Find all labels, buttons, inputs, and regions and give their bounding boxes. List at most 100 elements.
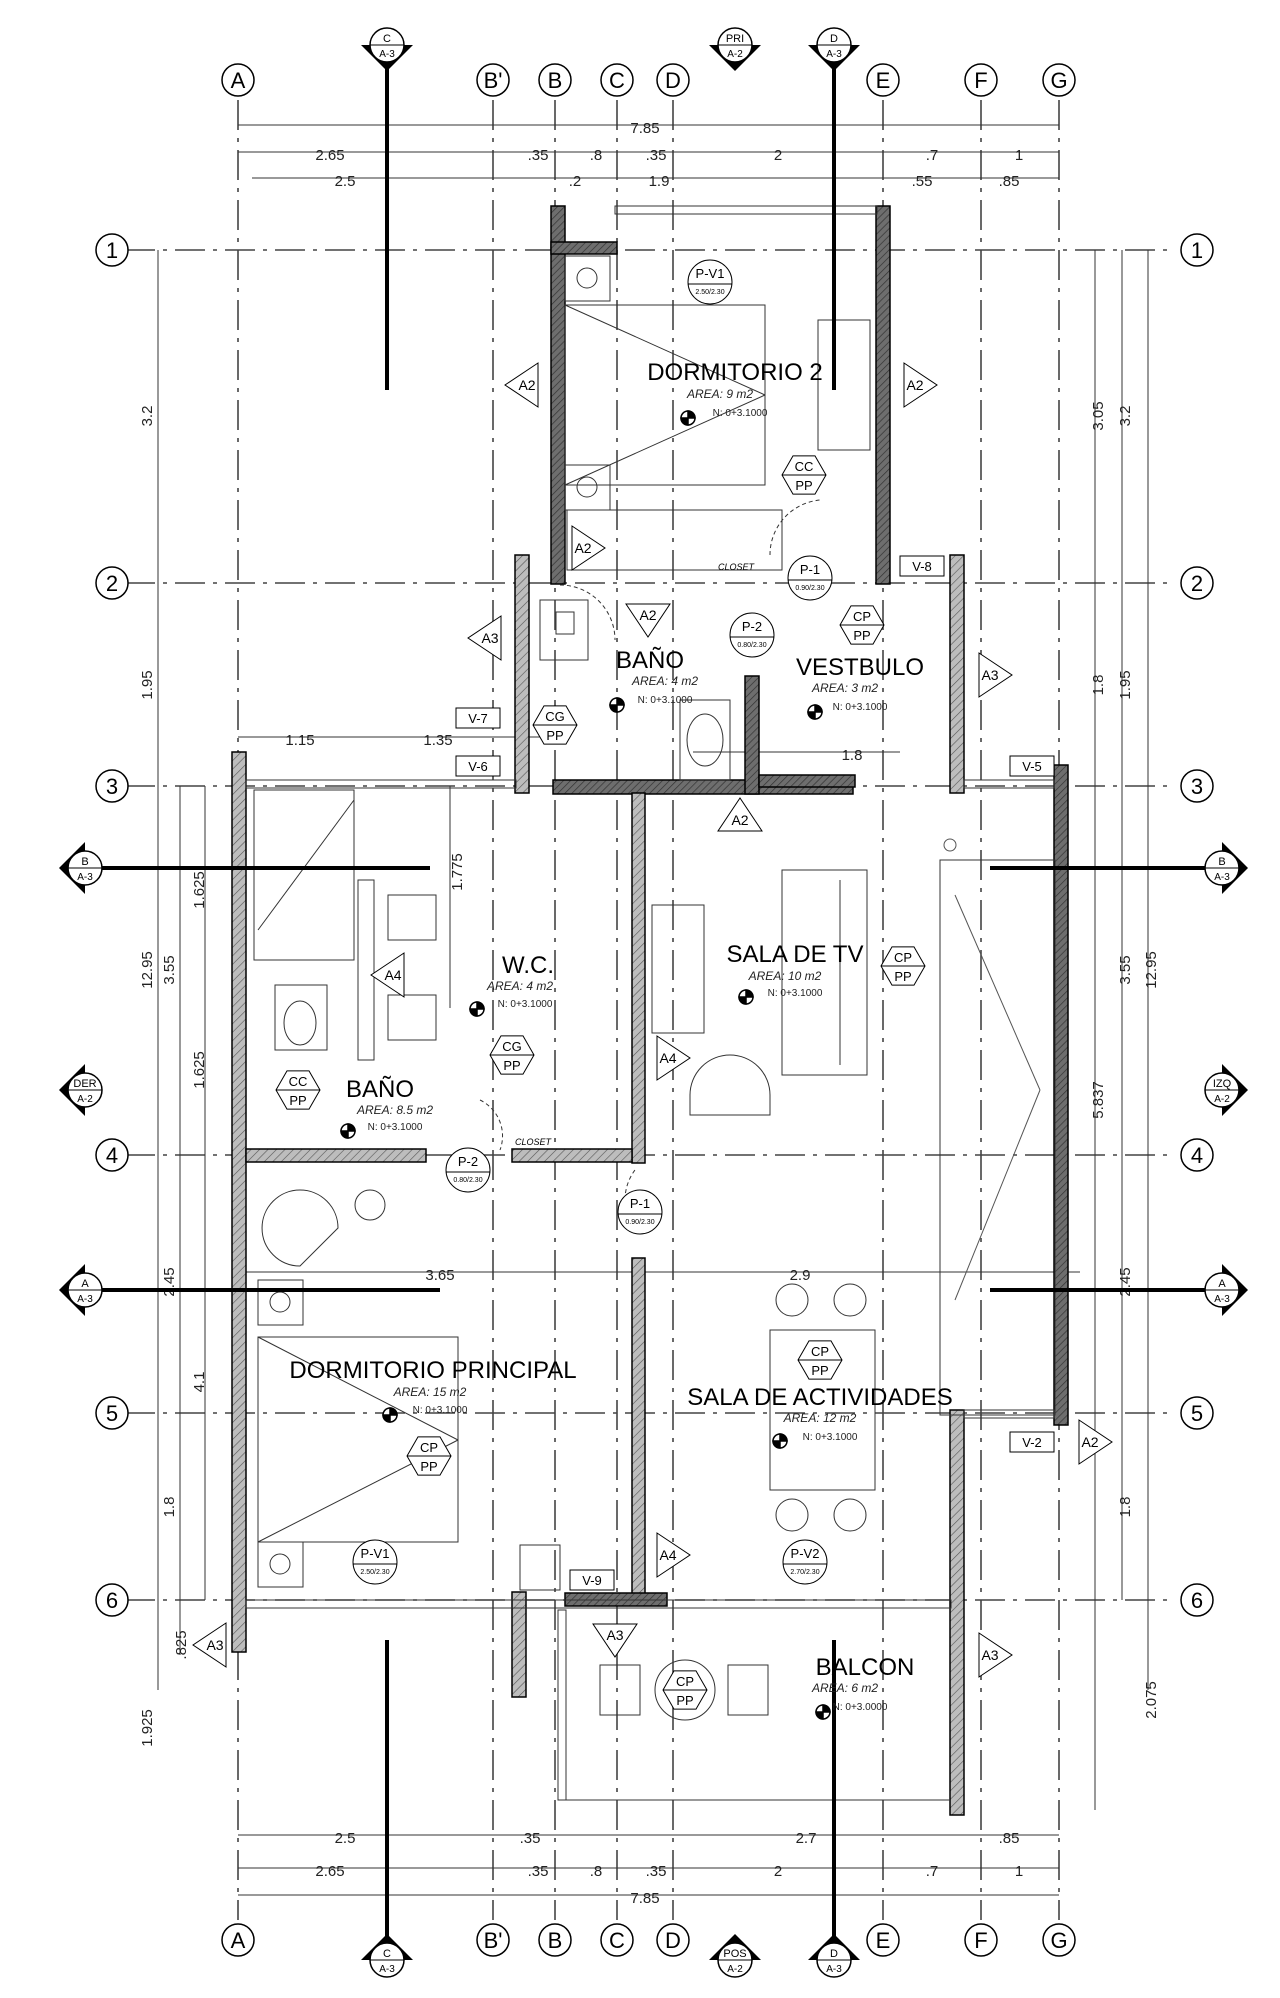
furniture: [253, 255, 876, 1721]
axis-bubble: 2: [95, 566, 129, 600]
door-id: P-V2: [791, 1546, 820, 1561]
elevation-tag: A3: [467, 615, 502, 661]
axis-bubble: 3: [1180, 769, 1214, 803]
dim-right-inner: 3.05: [1090, 401, 1107, 430]
dim-left-inner: .825: [173, 1630, 190, 1659]
finish-code: CP: [420, 1440, 438, 1455]
axis-label: B': [484, 1928, 503, 1953]
finish-code: PP: [503, 1058, 520, 1073]
axis-label: E: [876, 68, 891, 93]
room-name: W.C.: [502, 952, 554, 979]
room-area: AREA: 15 m2: [393, 1385, 467, 1399]
section-ref: A-3: [1214, 872, 1230, 883]
door-tags: P-V12.50/2.30P-10.90/2.30P-20.80/2.30P-2…: [352, 259, 833, 1585]
window-id: V-6: [468, 759, 488, 774]
room-level: N: 0+3.0000: [833, 1702, 888, 1713]
elevation-id: A4: [659, 1050, 676, 1066]
room-area: AREA: 6 m2: [811, 1681, 878, 1695]
window-tag: V-7: [455, 707, 501, 729]
door-tag: P-10.90/2.30: [617, 1189, 663, 1235]
axis-label: A: [231, 1928, 246, 1953]
axis-label: 2: [1191, 571, 1203, 596]
axis-bubble: 4: [1180, 1138, 1214, 1172]
dimension-lines: [157, 124, 1149, 1896]
elevation-id: A3: [481, 630, 498, 646]
dim-right-inner: 2.075: [1143, 1681, 1160, 1719]
door-size: 2.50/2.30: [695, 289, 724, 296]
door-tag: P-20.80/2.30: [729, 612, 775, 658]
room-area: AREA: 12 m2: [783, 1411, 857, 1425]
dim-right-inner: 1.8: [1117, 1497, 1134, 1518]
elevation-id: A3: [981, 667, 998, 683]
closet-label: CLOSET: [515, 1137, 553, 1147]
dim-bottom-2: 1: [1015, 1863, 1023, 1880]
axis-bubble: C: [600, 63, 634, 97]
dim-top-2: 2.65: [315, 147, 344, 164]
elevation-tag: A2: [504, 362, 539, 408]
finish-code: CG: [502, 1039, 522, 1054]
axis-bubble: 1: [95, 233, 129, 267]
axis-bubble: 5: [1180, 1396, 1214, 1430]
section-ref: A-2: [727, 49, 743, 60]
finish-tag: CG PP: [489, 1035, 535, 1075]
window-tag: V-6: [455, 755, 501, 777]
axis-label: F: [974, 1928, 987, 1953]
dim-top-2: 1: [1015, 147, 1023, 164]
dim-top-3: .55: [912, 173, 933, 190]
dim-total-bottom: 7.85: [630, 1890, 659, 1907]
dim-left-inner: 3.55: [161, 955, 178, 984]
axis-label: F: [974, 68, 987, 93]
section-ref: A-2: [727, 1964, 743, 1975]
elevation-tag: A2: [903, 362, 938, 408]
finish-code: CP: [853, 609, 871, 624]
section-mark: BA-3: [1204, 842, 1248, 894]
window-tag: V-9: [569, 1569, 615, 1591]
window-id: V-5: [1022, 759, 1042, 774]
elevation-id: A2: [731, 812, 748, 828]
axis-bubble: B': [476, 63, 510, 97]
room-level: N: 0+3.1000: [768, 988, 823, 999]
section-id: C: [383, 33, 391, 45]
section-ref: A-3: [379, 1964, 395, 1975]
section-ref: A-3: [826, 49, 842, 60]
elevation-tag: A2: [625, 603, 671, 638]
dim-right-inner: 1.8: [1090, 675, 1107, 696]
section-ref: A-3: [826, 1964, 842, 1975]
axis-label: 4: [106, 1143, 118, 1168]
section-ref: A-2: [77, 1094, 93, 1105]
axis-bubble: F: [964, 1923, 998, 1957]
dim-top-2: .8: [590, 147, 603, 164]
section-marks: CA-3PRIA-2DA-3CA-3POSA-2DA-3BA-3DERA-2AA…: [59, 27, 1248, 1978]
door-size: 0.80/2.30: [737, 642, 766, 649]
elevation-tag: A4: [656, 1035, 691, 1081]
section-ref: A-3: [379, 49, 395, 60]
dim-left-outer: 1.95: [139, 670, 156, 699]
finish-code: PP: [546, 728, 563, 743]
elevation-id: A4: [659, 1547, 676, 1563]
finish-code: PP: [795, 478, 812, 493]
elevation-id: A2: [574, 540, 591, 556]
room-area: AREA: 3 m2: [811, 681, 878, 695]
axis-bubble: 1: [1180, 233, 1214, 267]
axis-bubble: 6: [95, 1583, 129, 1617]
room-name: SALA DE TV: [727, 941, 864, 968]
section-id: POS: [723, 1948, 746, 1960]
dim-top-2: .7: [926, 147, 939, 164]
section-mark: C A-3: [361, 27, 413, 71]
elevation-tag: A3: [978, 652, 1013, 698]
finish-code: PP: [853, 628, 870, 643]
dim-left-outer: 3.2: [139, 406, 156, 427]
section-ref: A-3: [1214, 1294, 1230, 1305]
axis-label: B: [548, 68, 563, 93]
section-id: PRI: [726, 33, 744, 45]
window-id: V-2: [1022, 1435, 1042, 1450]
window-tag: V-2: [1009, 1431, 1055, 1453]
axis-bubble: D: [656, 1923, 690, 1957]
dim-bottom-1: .35: [520, 1830, 541, 1847]
axis-label: G: [1050, 68, 1067, 93]
section-ref: A-3: [77, 872, 93, 883]
axis-label: 3: [1191, 774, 1203, 799]
